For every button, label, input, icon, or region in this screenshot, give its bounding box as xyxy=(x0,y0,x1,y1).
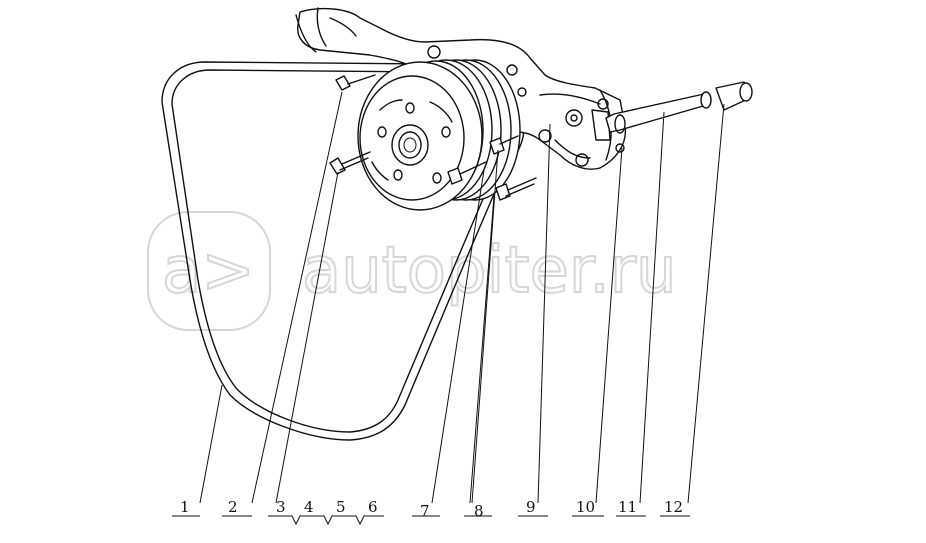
outlet-pipe-assembly xyxy=(605,81,753,134)
callout-7: 7 xyxy=(420,502,430,520)
callout-3: 3 xyxy=(276,498,286,516)
callout-11: 11 xyxy=(618,498,637,516)
callout-9: 9 xyxy=(526,498,536,516)
bolt-part-8b xyxy=(495,177,537,201)
bolt-part-2 xyxy=(335,74,376,91)
callout-5: 5 xyxy=(336,498,346,516)
watermark: a> autopiter.ru xyxy=(147,211,678,331)
sleeve-end xyxy=(739,82,753,102)
callout-4: 4 xyxy=(304,498,314,516)
callout-1: 1 xyxy=(180,498,190,516)
pump-pulley xyxy=(357,59,521,211)
callout-8: 8 xyxy=(474,502,484,520)
bolt-part-7 xyxy=(447,161,487,185)
bolt-part-8a xyxy=(489,135,519,155)
pipe-part-11 xyxy=(605,93,711,133)
callout-2: 2 xyxy=(228,498,238,516)
callouts: 1 2 3 4 5 6 7 8 9 10 11 12 xyxy=(172,498,690,520)
bolts xyxy=(329,74,537,201)
leader-lines xyxy=(199,91,725,526)
callout-6: 6 xyxy=(368,498,378,516)
callout-12: 12 xyxy=(664,498,683,516)
watermark-logo-glyph: a> xyxy=(162,234,255,308)
pipe-flange-part-10 xyxy=(614,114,626,134)
callout-10: 10 xyxy=(576,498,595,516)
o-ring-part-11 xyxy=(700,91,712,109)
bolt-part-3-6 xyxy=(329,151,371,175)
